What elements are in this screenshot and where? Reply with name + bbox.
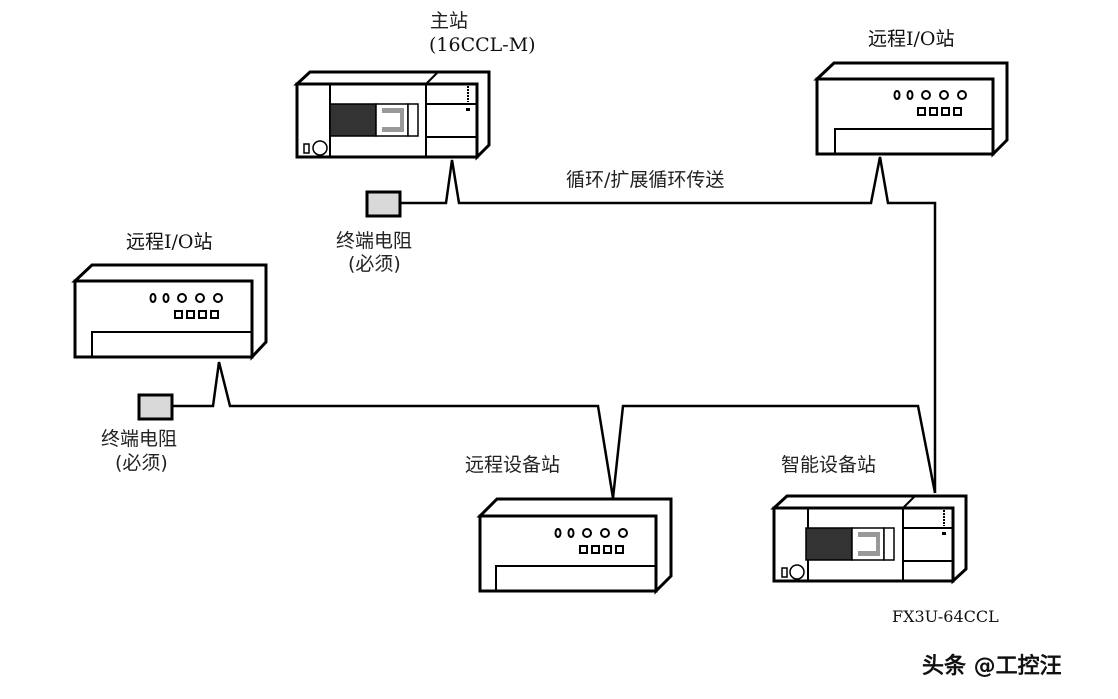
link-label: 循环/扩展循环传送 — [566, 169, 724, 191]
status-leds — [893, 90, 967, 116]
connector-icon — [789, 564, 805, 580]
status-leds — [149, 293, 223, 319]
intelligent-device-model: FX3U-64CCL — [892, 607, 999, 626]
terminator-1-note: (必须) — [348, 253, 401, 275]
intelligent-device-name: 智能设备站 — [781, 454, 876, 476]
intelligent-device-station: 智能设备站 FX3U-64CCL — [770, 454, 999, 626]
terminator-2-label: 终端电阻 — [101, 428, 177, 450]
connector-icon — [312, 140, 328, 156]
port-icon — [303, 143, 310, 154]
watermark: 头条 @工控汪 — [922, 653, 1062, 679]
status-leds — [554, 528, 628, 554]
remote-io-station-left: 远程I/O站 — [71, 231, 268, 361]
terminator-resistor-1: 终端电阻 (必须) — [336, 190, 412, 275]
network-wiring — [172, 156, 937, 499]
remote-device-name: 远程设备站 — [465, 454, 560, 476]
display-panel — [805, 527, 853, 561]
remote-io-right-name: 远程I/O站 — [868, 28, 954, 50]
remote-io-left-name: 远程I/O站 — [126, 231, 212, 253]
master-station-name: 主站 — [430, 10, 468, 32]
master-station: 主站 (16CCL-M) — [293, 10, 536, 161]
port-icon — [781, 567, 788, 578]
terminator-resistor-2: 终端电阻 (必须) — [101, 393, 177, 474]
terminator-2-note: (必须) — [115, 452, 168, 474]
remote-device-station: 远程设备站 — [465, 454, 673, 595]
wire-terminator1-master — [400, 156, 937, 493]
wire-intelligent-remote-device — [172, 361, 937, 499]
master-station-model: (16CCL-M) — [429, 34, 536, 56]
display-panel — [329, 103, 377, 137]
terminator-1-label: 终端电阻 — [336, 230, 412, 252]
remote-io-station-right: 远程I/O站 — [813, 28, 1009, 158]
